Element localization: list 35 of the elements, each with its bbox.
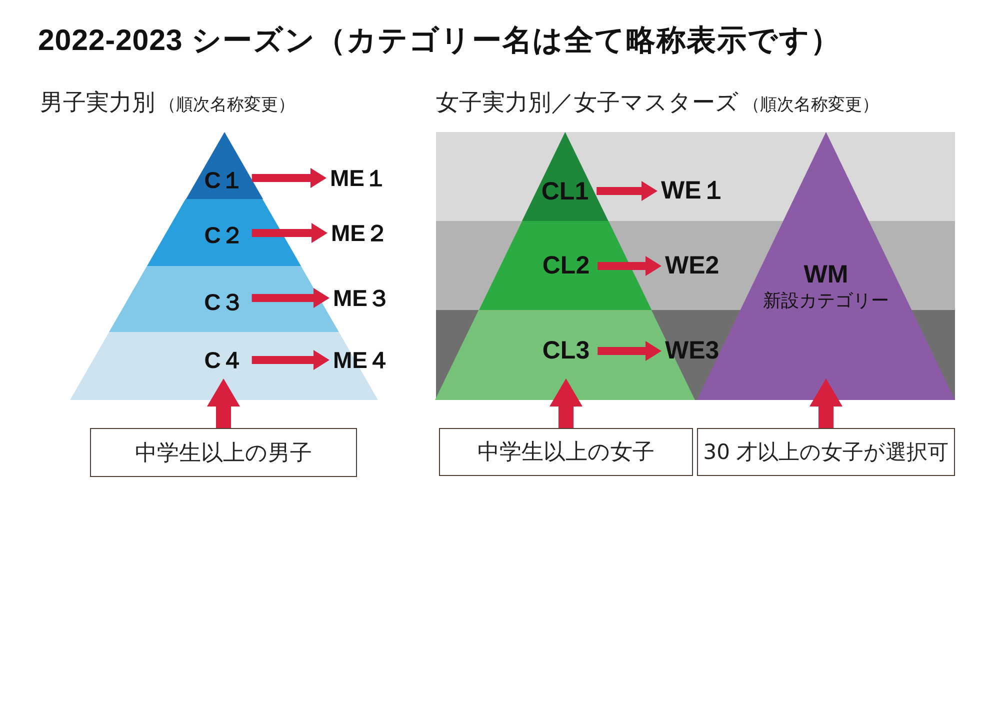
category-label: ME４ [333,346,390,374]
category-label: ME３ [333,284,390,312]
arrow [252,288,330,308]
arrow [207,378,240,428]
section-heading: 女子実力別／女子マスターズ [436,89,739,117]
pyramid-tier [522,132,608,221]
heading-note: （順次名称変更） [743,94,879,116]
category-label: WE2 [665,252,720,280]
eligibility-box: 中学生以上の男子 [90,428,357,477]
arrow [252,350,330,370]
category-label: ME２ [331,220,388,246]
tier-label: CL2 [542,252,590,280]
tier-label: CL1 [541,178,589,206]
category-label: ME１ [330,164,388,192]
eligibility-box: 30 才以上の女子が選択可 [697,428,955,476]
category-label: WE１ [661,176,726,206]
category-note: 新設カテゴリー [763,290,889,312]
eligibility-box: 中学生以上の女子 [439,428,693,476]
section-heading: 男子実力別 [40,89,155,117]
pyramid-tier [147,199,301,266]
heading-note: （順次名称変更） [159,94,295,116]
category-name: WM [804,260,848,290]
arrow [596,181,658,201]
arrow [252,223,328,243]
arrow [810,378,842,428]
tier-label: CL3 [542,336,590,366]
page-title: 2022-2023 シーズン（カテゴリー名は全て略称表示です） [38,23,841,59]
arrow [598,341,662,361]
tier-label: C１ [204,166,244,194]
arrow [598,256,662,276]
tier-label: C３ [204,288,244,316]
arrow [252,168,326,188]
arrow [550,378,582,428]
tier-label: C４ [204,346,244,374]
tier-label: C２ [204,222,244,248]
